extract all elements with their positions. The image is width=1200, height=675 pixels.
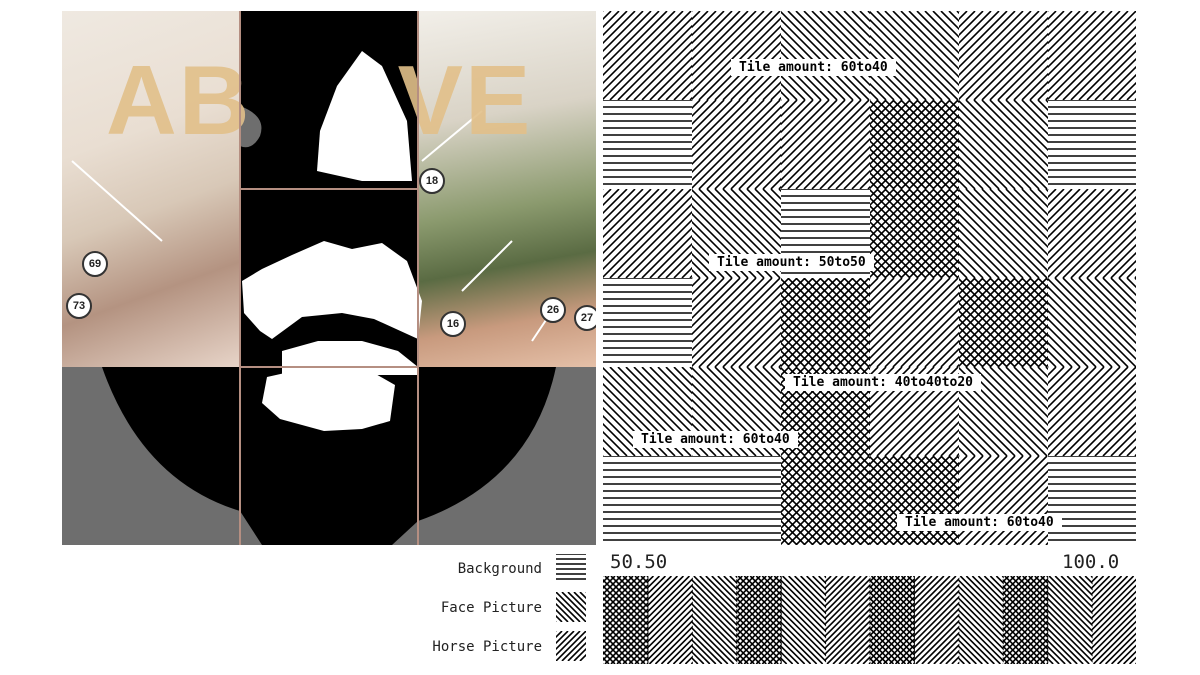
number-badge: 18	[419, 168, 445, 194]
legend-label-horse-picture: Horse Picture	[432, 639, 542, 655]
tile-amount-label: Tile amount: 40to40to20	[785, 374, 982, 391]
grid-seam	[240, 188, 418, 190]
tile-amount-label: Tile amount: 60to40	[731, 59, 896, 76]
legend-swatch-horse-picture	[556, 631, 586, 661]
tile-amount-label: Tile amount: 50to50	[709, 254, 874, 271]
white-shape-4	[262, 367, 395, 431]
number-badge: 69	[82, 251, 108, 277]
legend-label-face-picture: Face Picture	[440, 600, 542, 616]
photo-tile-top-right	[418, 11, 596, 367]
strip-min-label: 50.50	[610, 551, 668, 573]
head-silhouette	[102, 367, 556, 545]
line-pattern	[603, 11, 1136, 545]
tile-amount-label: Tile amount: 60to40	[897, 514, 1062, 531]
grid-seam	[240, 366, 418, 368]
grid-seam	[417, 11, 419, 545]
strip-max-label: 100.0	[1062, 551, 1120, 573]
image-collage: AB VE 18 69 73 16 26 27	[62, 11, 596, 545]
white-shape-1	[317, 51, 412, 181]
number-badge: 73	[66, 293, 92, 319]
mask-shapes	[71, 51, 556, 545]
pattern-gradient-strip	[603, 576, 1136, 664]
legend-label-background: Background	[457, 561, 542, 577]
number-badge: 16	[440, 311, 466, 337]
legend-swatch-face-picture	[556, 592, 586, 622]
white-shape-2	[242, 241, 422, 339]
overlay-letters: AB VE	[106, 45, 533, 155]
legend-swatch-background	[556, 554, 586, 584]
tile-pattern-panel: Tile amount: 60to40 Tile amount: 50to50 …	[603, 11, 1136, 545]
grid-seam	[239, 11, 241, 545]
number-badge: 27	[574, 305, 596, 331]
tile-amount-label: Tile amount: 60to40	[633, 431, 798, 448]
number-badge: 26	[540, 297, 566, 323]
